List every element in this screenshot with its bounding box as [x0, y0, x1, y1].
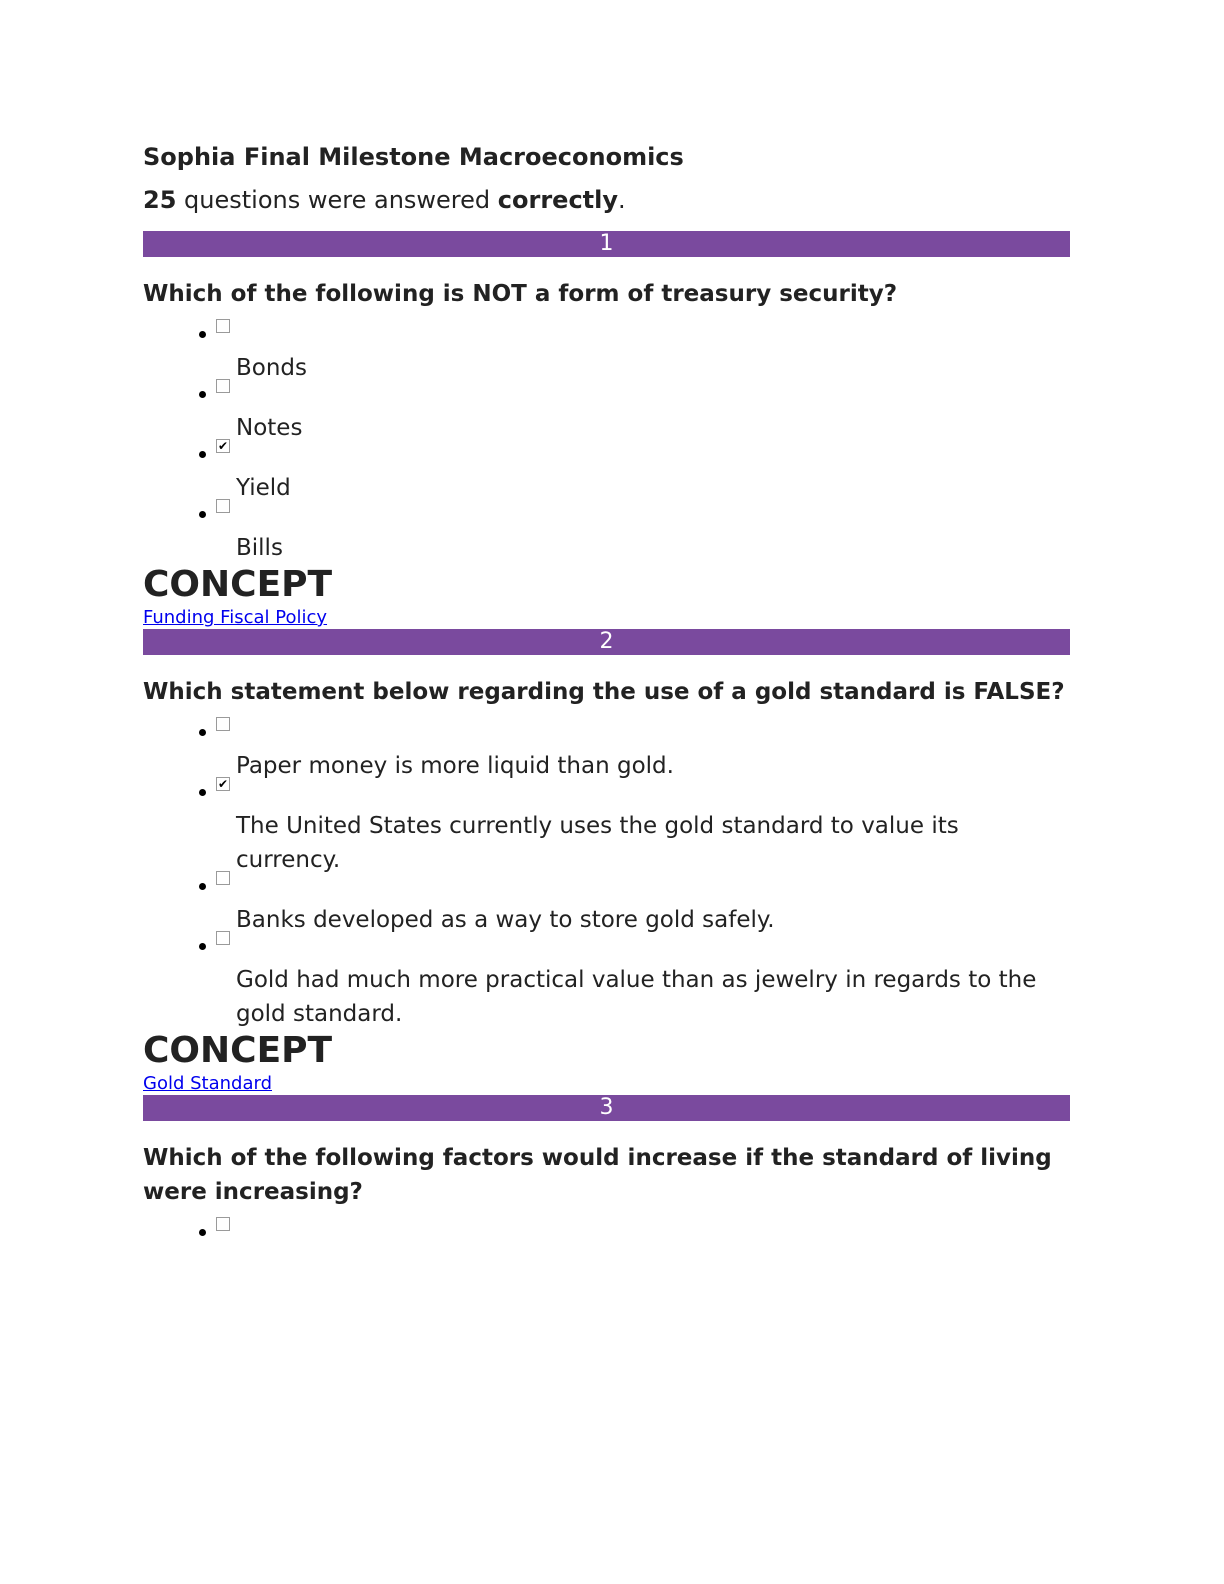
checkbox-checked-icon[interactable]: ✔ [216, 439, 230, 453]
bullet-icon [199, 331, 206, 338]
bullet-icon [199, 789, 206, 796]
score-text: questions were answered [176, 186, 498, 214]
question-number-bar: 1 [143, 231, 1070, 257]
answer-option[interactable]: Notes [143, 379, 1070, 445]
answer-option[interactable] [143, 1217, 1070, 1249]
option-text: Notes [236, 415, 303, 441]
option-text: Yield [236, 475, 291, 501]
checkbox-empty-icon[interactable] [216, 717, 230, 731]
concept-link[interactable]: Gold Standard [143, 1073, 272, 1094]
option-text: Bonds [236, 355, 308, 381]
option-text: Banks developed as a way to store gold s… [236, 907, 775, 933]
bullet-icon [199, 391, 206, 398]
checkbox-empty-icon[interactable] [216, 1217, 230, 1231]
checkbox-empty-icon[interactable] [216, 871, 230, 885]
bullet-icon [199, 1229, 206, 1236]
question-prompt: Which statement below regarding the use … [143, 679, 1065, 705]
concept-label: CONCEPT [143, 564, 333, 605]
concept-label: CONCEPT [143, 1030, 333, 1071]
bullet-icon [199, 729, 206, 736]
checkbox-empty-icon[interactable] [216, 379, 230, 393]
score-summary: 25 questions were answered correctly. [143, 181, 1070, 219]
answer-option[interactable]: ✔ Yield [143, 439, 1070, 505]
question-2: 2 Which statement below regarding the us… [143, 629, 1070, 1095]
score-end: . [618, 186, 626, 214]
option-text [236, 1223, 1070, 1249]
checkbox-empty-icon[interactable] [216, 319, 230, 333]
answer-option[interactable]: ✔ The United States currently uses the g… [143, 777, 1070, 877]
question-1: 1 Which of the following is NOT a form o… [143, 231, 1070, 629]
question-prompt: Which of the following factors would inc… [143, 1145, 1052, 1205]
option-text: Gold had much more practical value than … [236, 967, 1037, 1027]
document-title: Sophia Final Milestone Macroeconomics [143, 143, 684, 171]
score-emphasis: correctly [497, 186, 619, 214]
concept-link[interactable]: Funding Fiscal Policy [143, 607, 328, 628]
question-3: 3 Which of the following factors would i… [143, 1095, 1070, 1249]
bullet-icon [199, 883, 206, 890]
bullet-icon [199, 511, 206, 518]
checkbox-empty-icon[interactable] [216, 499, 230, 513]
score-count: 25 [143, 186, 177, 214]
question-number-bar: 3 [143, 1095, 1070, 1121]
question-prompt: Which of the following is NOT a form of … [143, 281, 898, 307]
answer-option[interactable]: Paper money is more liquid than gold. [143, 717, 1070, 783]
checkbox-checked-icon[interactable]: ✔ [216, 777, 230, 791]
answer-option[interactable]: Gold had much more practical value than … [143, 931, 1070, 1031]
answer-options: Bonds Notes ✔ Yield Bills [143, 319, 1070, 565]
answer-options: Paper money is more liquid than gold. ✔ … [143, 717, 1070, 1031]
bullet-icon [199, 451, 206, 458]
bullet-icon [199, 943, 206, 950]
answer-option[interactable]: Bills [143, 499, 1070, 565]
checkbox-empty-icon[interactable] [216, 931, 230, 945]
option-text: Bills [236, 535, 283, 561]
option-text: The United States currently uses the gol… [236, 813, 959, 873]
answer-option[interactable]: Bonds [143, 319, 1070, 385]
option-text: Paper money is more liquid than gold. [236, 753, 674, 779]
answer-option[interactable]: Banks developed as a way to store gold s… [143, 871, 1070, 937]
answer-options [143, 1217, 1070, 1249]
question-number-bar: 2 [143, 629, 1070, 655]
document-page: Sophia Final Milestone Macroeconomics 25… [143, 138, 1070, 1249]
